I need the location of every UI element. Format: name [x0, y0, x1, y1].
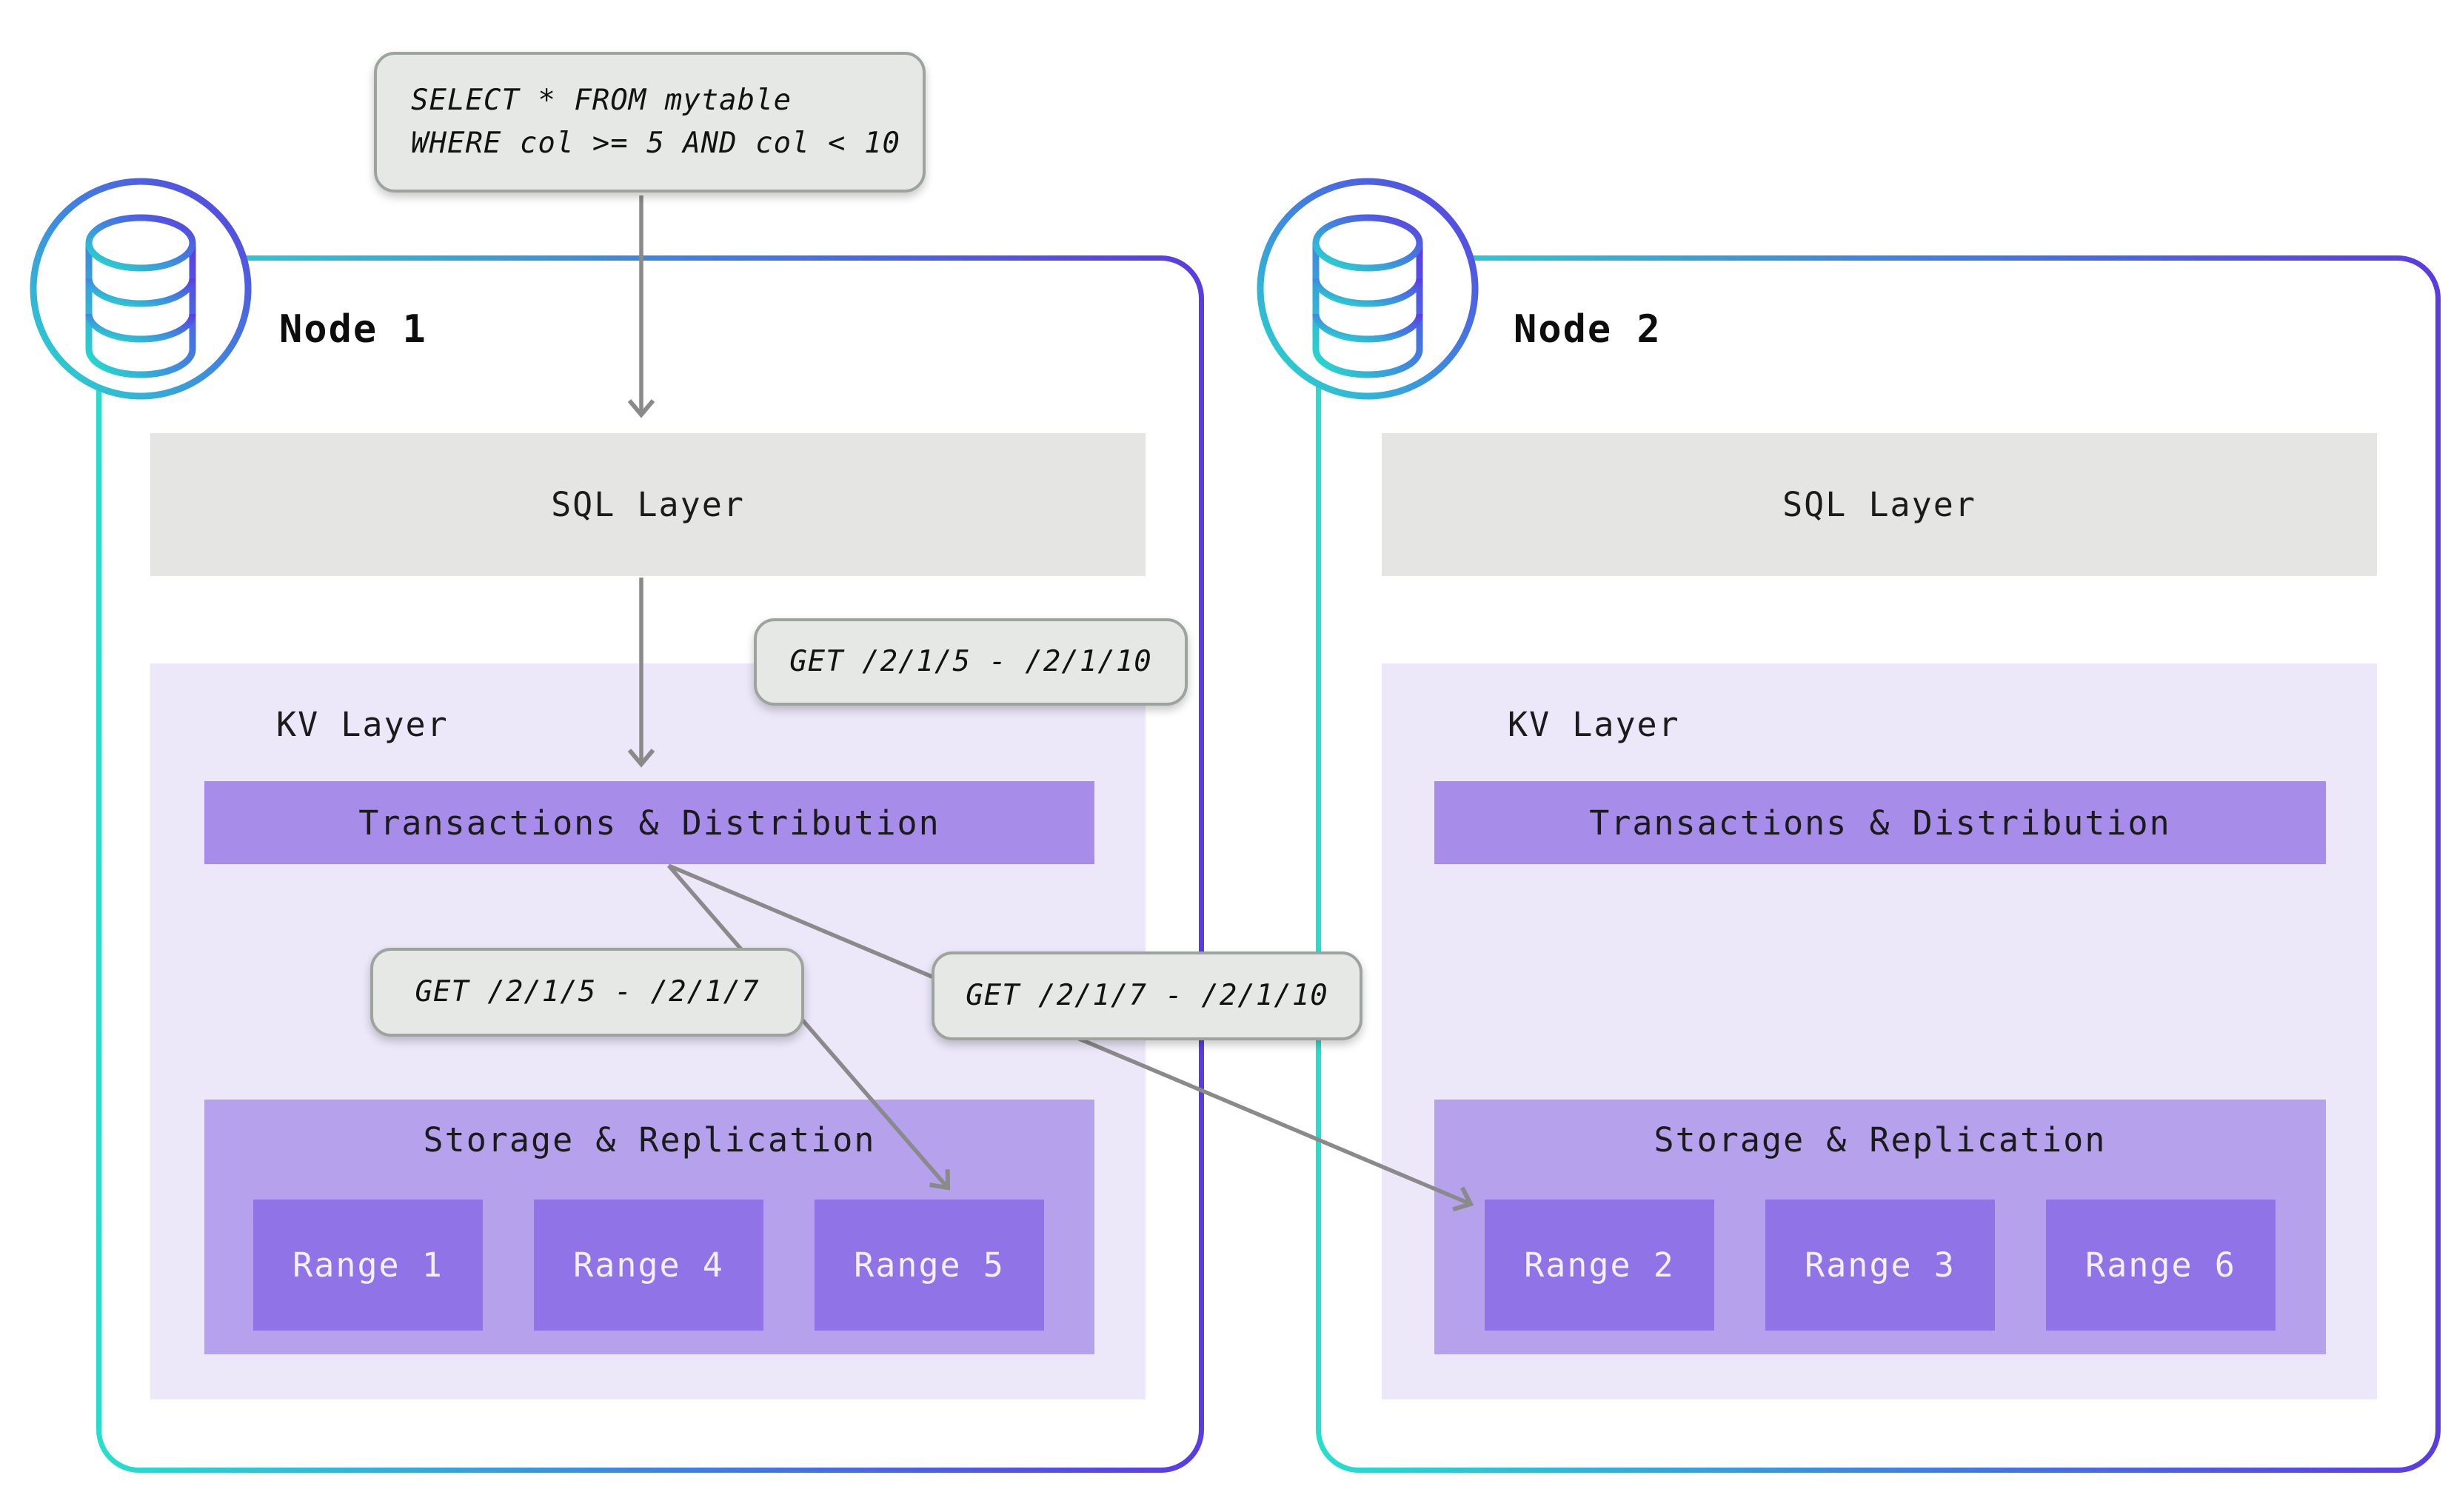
- range-label: Range 3: [1805, 1245, 1956, 1285]
- node-2-card: Node 2 SQL Layer KV Layer Transactions &…: [1316, 255, 2441, 1473]
- range-label: Range 4: [573, 1245, 724, 1285]
- kv-layer-label: KV Layer: [276, 705, 449, 744]
- range-box: Range 4: [534, 1200, 763, 1331]
- node-2-storage-replication-panel: Storage & Replication Range 2 Range 3 Ra…: [1434, 1100, 2326, 1354]
- database-icon: [30, 178, 252, 400]
- node-2-sql-layer-bar: SQL Layer: [1382, 433, 2377, 576]
- node-2-title: Node 2: [1514, 307, 1662, 352]
- sql-query-line: WHERE col >= 5 AND col < 10: [411, 127, 900, 160]
- kv-layer-label: KV Layer: [1508, 705, 1680, 744]
- sql-layer-label: SQL Layer: [1782, 485, 1976, 524]
- node-1-sql-layer-bar: SQL Layer: [150, 433, 1146, 576]
- range-label: Range 1: [292, 1245, 444, 1285]
- range-label: Range 2: [1524, 1245, 1675, 1285]
- range-box: Range 6: [2046, 1200, 2276, 1331]
- sql-query-line: SELECT * FROM mytable: [411, 84, 792, 117]
- get-request-label-remote-range: GET /2/1/7 - /2/1/10: [932, 951, 1362, 1040]
- range-box: Range 3: [1765, 1200, 1995, 1331]
- range-box: Range 2: [1485, 1200, 1714, 1331]
- get-request-label-full-scan: GET /2/1/5 - /2/1/10: [754, 618, 1188, 706]
- range-box: Range 1: [253, 1200, 483, 1331]
- node-1-transactions-distribution-bar: Transactions & Distribution: [204, 781, 1094, 864]
- range-label: Range 6: [2085, 1245, 2236, 1285]
- transactions-distribution-label: Transactions & Distribution: [1589, 803, 2171, 843]
- get-request-text: GET /2/1/7 - /2/1/10: [966, 979, 1328, 1012]
- range-label: Range 5: [854, 1245, 1005, 1285]
- node-1-storage-replication-panel: Storage & Replication Range 1 Range 4 Ra…: [204, 1100, 1094, 1354]
- storage-replication-label: Storage & Replication: [423, 1120, 876, 1160]
- get-request-label-local-range: GET /2/1/5 - /2/1/7: [370, 948, 804, 1037]
- node-2-kv-layer-panel: KV Layer Transactions & Distribution Sto…: [1382, 663, 2377, 1399]
- node-1-card: Node 1 SQL Layer KV Layer Transactions &…: [96, 255, 1204, 1473]
- node-1-title: Node 1: [279, 307, 427, 352]
- sql-layer-label: SQL Layer: [551, 485, 745, 524]
- node-2-transactions-distribution-bar: Transactions & Distribution: [1434, 781, 2326, 864]
- get-request-text: GET /2/1/5 - /2/1/7: [415, 975, 760, 1008]
- database-icon: [1257, 178, 1479, 400]
- range-box: Range 5: [815, 1200, 1044, 1331]
- sql-query-box: SELECT * FROM mytable WHERE col >= 5 AND…: [374, 52, 926, 193]
- get-request-text: GET /2/1/5 - /2/1/10: [789, 645, 1152, 678]
- storage-replication-label: Storage & Replication: [1653, 1120, 2107, 1160]
- transactions-distribution-label: Transactions & Distribution: [358, 803, 940, 843]
